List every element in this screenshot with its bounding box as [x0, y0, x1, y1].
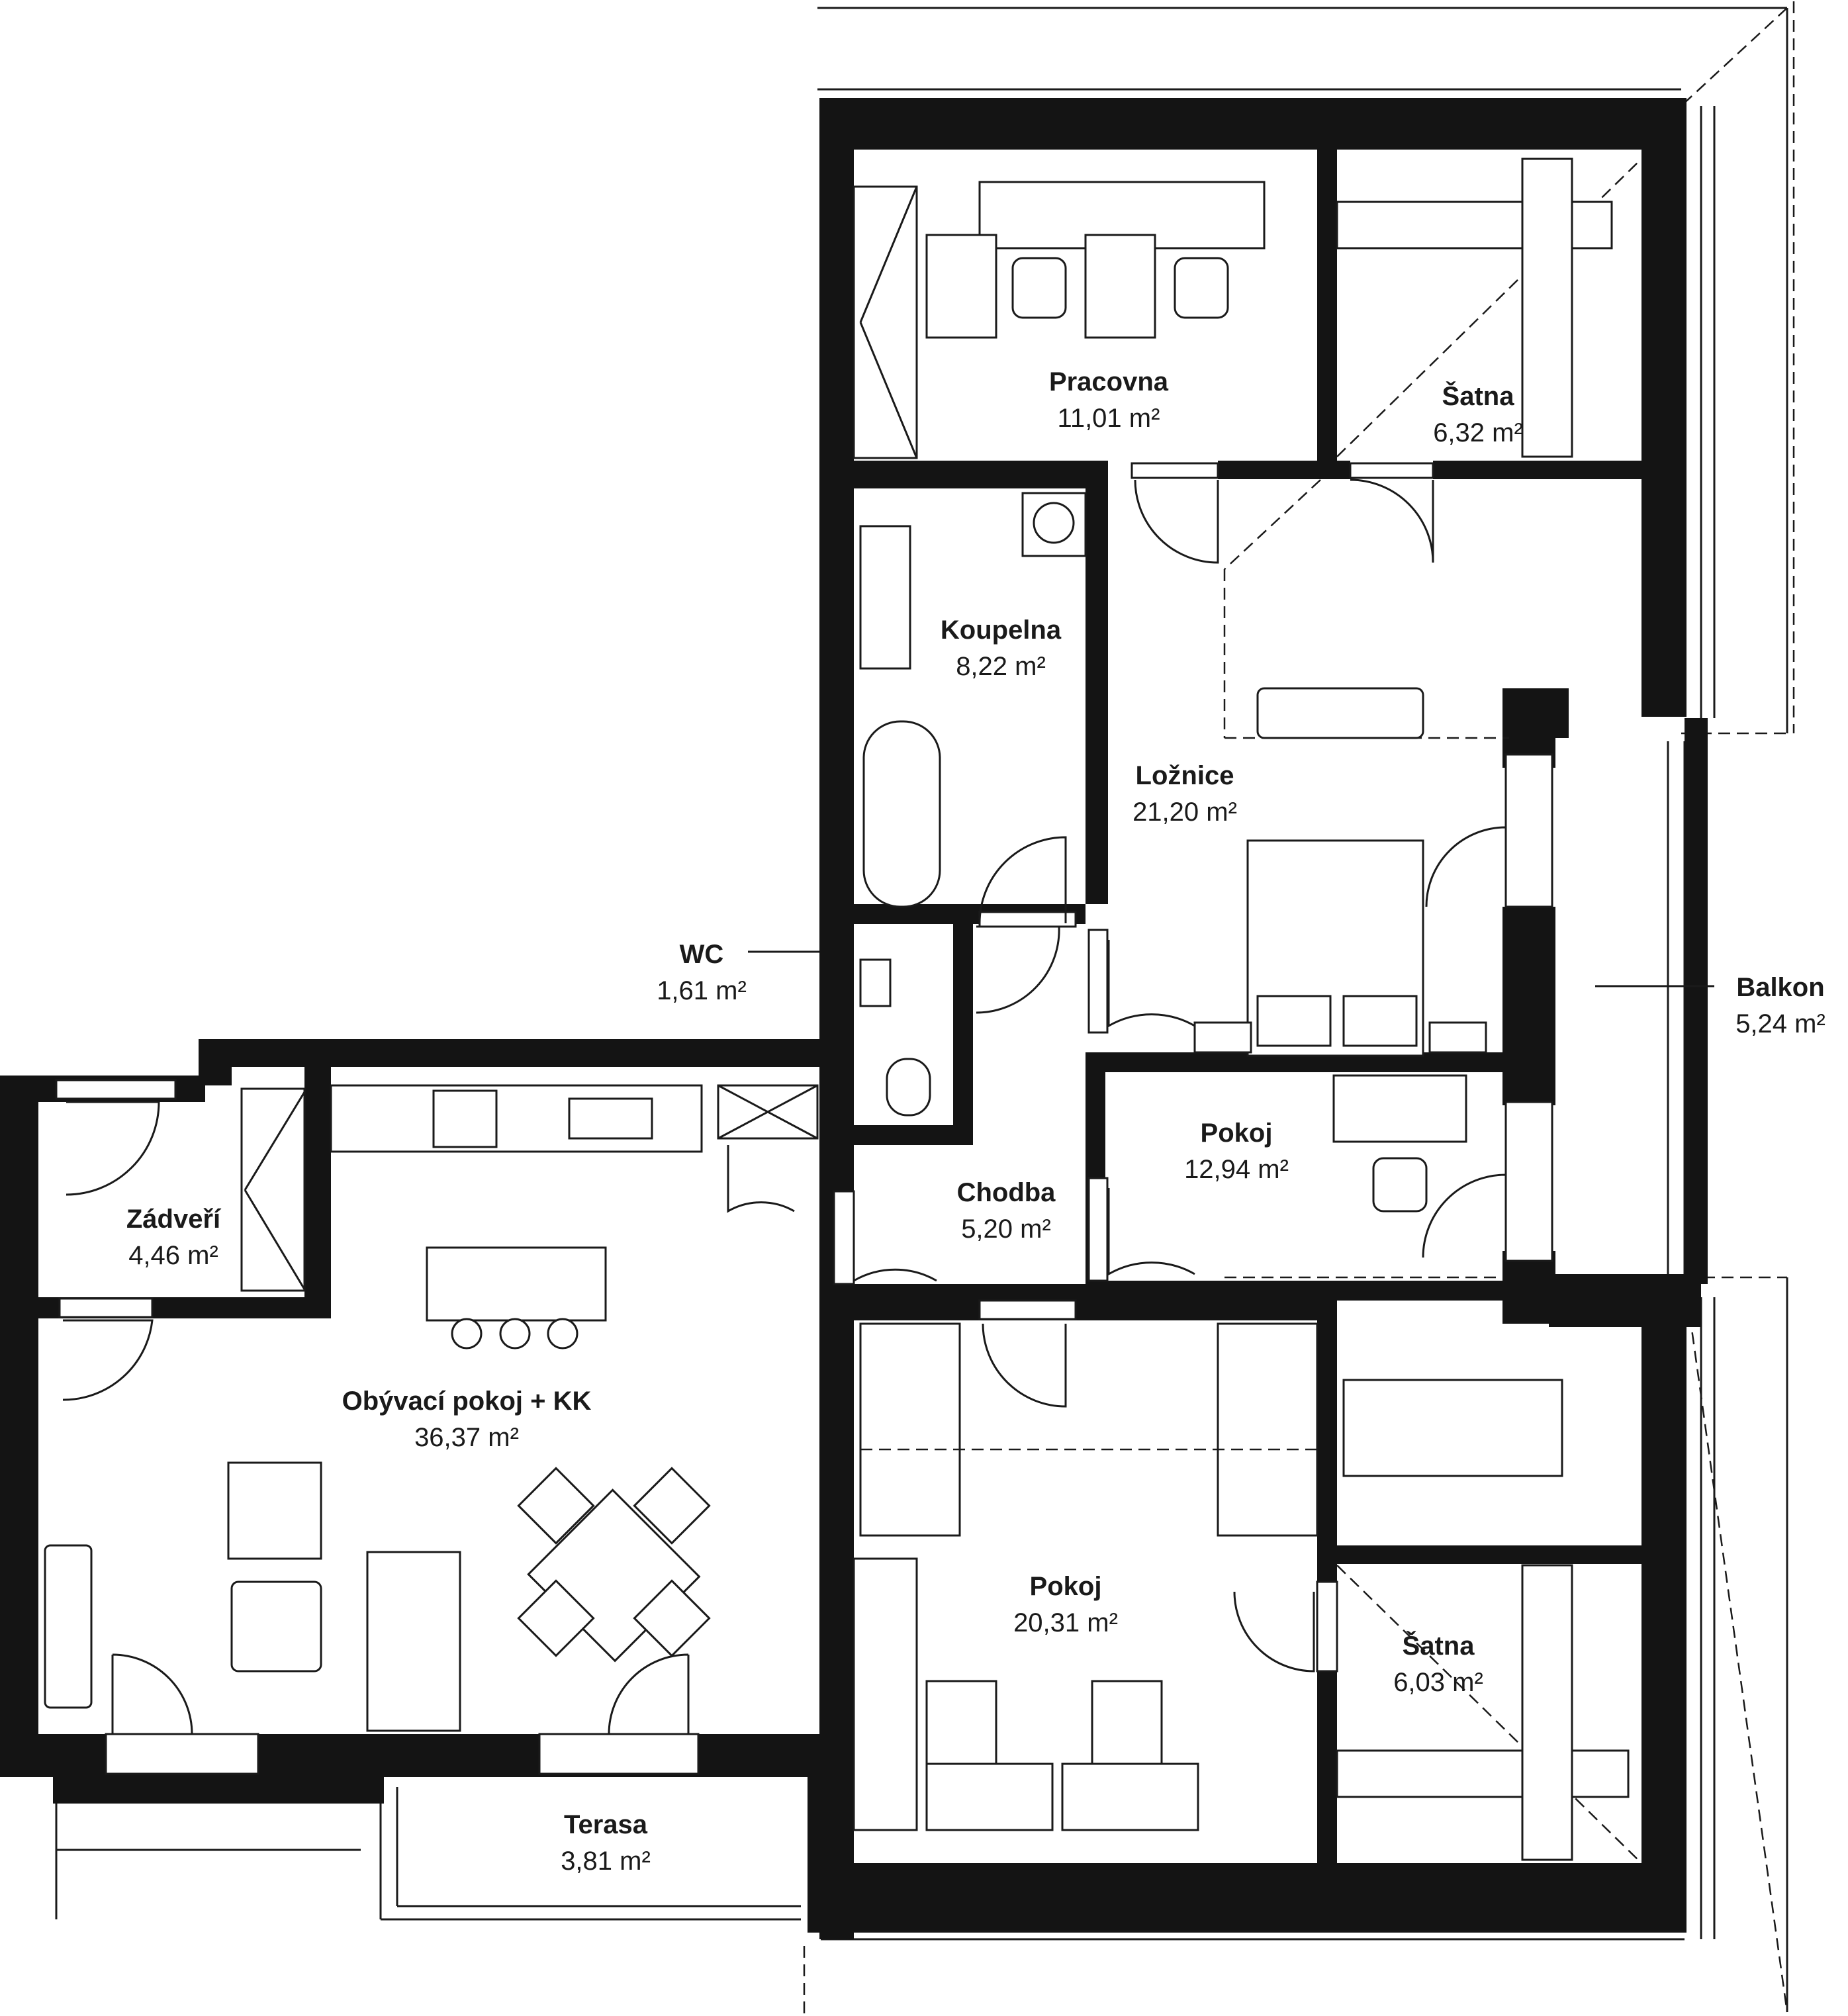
room-labels: Pracovna 11,01 m² Šatna 6,32 m² Koupelna… — [126, 367, 1825, 1876]
room-area: 36,37 m² — [414, 1423, 519, 1452]
room-name: Pracovna — [1049, 367, 1169, 396]
room-area: 11,01 m² — [1058, 404, 1160, 433]
room-name: Šatna — [1403, 1630, 1475, 1661]
room-name: Balkon — [1736, 973, 1824, 1002]
room-name: Zádveří — [126, 1205, 222, 1234]
room-obyvaci-pokoj: Obývací pokoj + KK 36,37 m² — [342, 1387, 592, 1452]
room-area: 12,94 m² — [1184, 1155, 1289, 1184]
room-area: 4,46 m² — [128, 1241, 218, 1270]
room-name: Terasa — [564, 1810, 648, 1839]
room-area: 21,20 m² — [1132, 798, 1237, 827]
room-area: 20,31 m² — [1013, 1608, 1118, 1637]
doors — [62, 479, 1507, 1735]
room-name: Ložnice — [1136, 761, 1234, 790]
room-area: 3,81 m² — [561, 1847, 651, 1876]
room-area: 5,24 m² — [1735, 1009, 1825, 1038]
room-name: Koupelna — [941, 616, 1062, 645]
room-satna-upper: Šatna 6,32 m² — [1433, 381, 1523, 447]
furniture — [44, 158, 1714, 1864]
room-name: WC — [680, 940, 724, 969]
room-chodba: Chodba 5,20 m² — [957, 1178, 1056, 1244]
room-area: 1,61 m² — [657, 976, 747, 1005]
room-pokoj-large: Pokoj 20,31 m² — [1013, 1572, 1118, 1637]
room-area: 6,32 m² — [1433, 418, 1523, 447]
room-area: 6,03 m² — [1393, 1668, 1483, 1697]
room-zadveri: Zádveří 4,46 m² — [126, 1205, 222, 1270]
room-satna-lower: Šatna 6,03 m² — [1393, 1630, 1483, 1697]
room-terasa: Terasa 3,81 m² — [561, 1810, 651, 1876]
room-area: 5,20 m² — [961, 1214, 1051, 1244]
room-balkon: Balkon 5,24 m² — [1735, 973, 1825, 1038]
room-name: Obývací pokoj + KK — [342, 1387, 592, 1416]
room-wc: WC 1,61 m² — [657, 940, 747, 1005]
room-area: 8,22 m² — [956, 652, 1046, 681]
room-name: Pokoj — [1201, 1119, 1273, 1148]
room-loznice: Ložnice 21,20 m² — [1132, 761, 1237, 827]
room-koupelna: Koupelna 8,22 m² — [941, 616, 1062, 681]
room-name: Chodba — [957, 1178, 1056, 1207]
room-name: Šatna — [1442, 381, 1515, 411]
room-pokoj-small: Pokoj 12,94 m² — [1184, 1119, 1289, 1184]
room-pracovna: Pracovna 11,01 m² — [1049, 367, 1169, 433]
walls — [0, 98, 1708, 1939]
windows — [55, 462, 1553, 1775]
room-name: Pokoj — [1030, 1572, 1102, 1601]
